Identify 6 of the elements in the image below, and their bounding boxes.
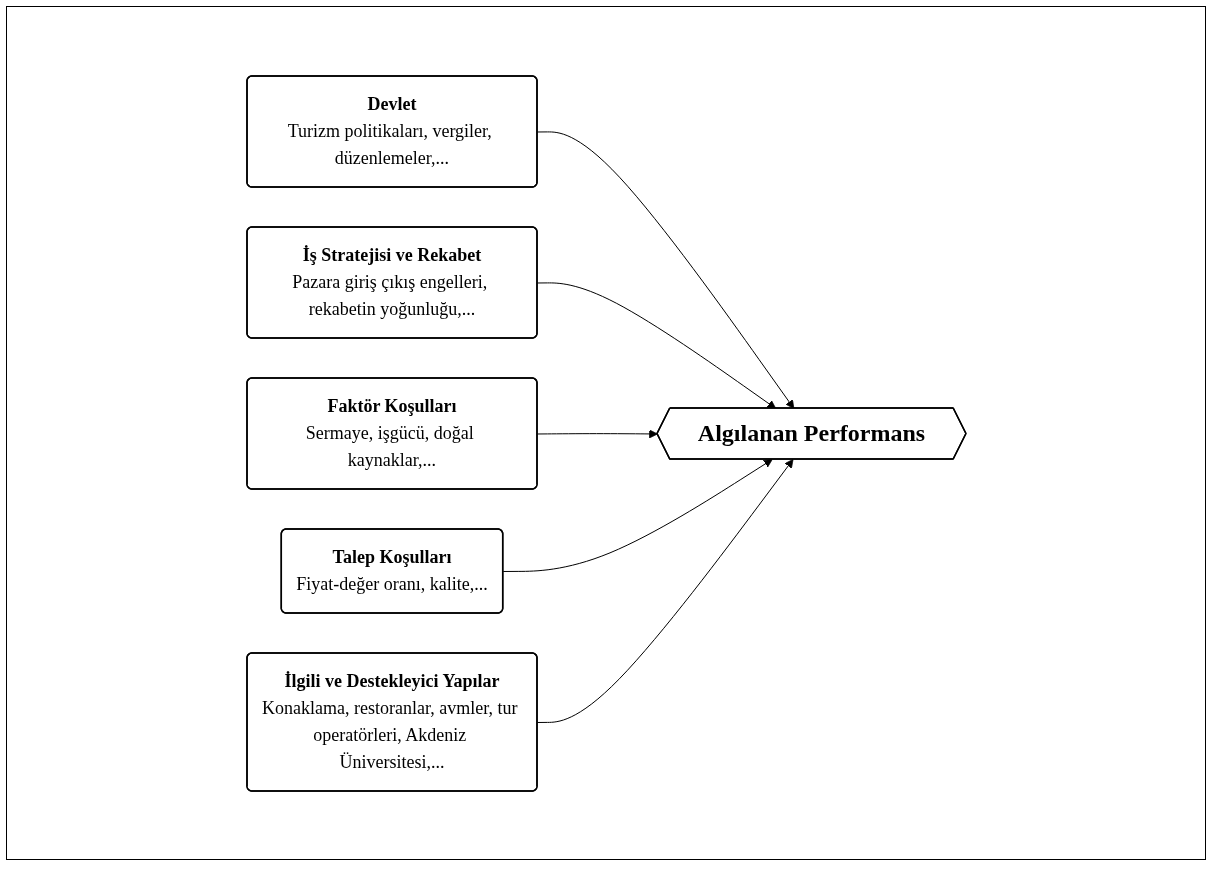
arrow bbox=[536, 429, 658, 438]
arrow bbox=[502, 458, 773, 572]
diagram-frame: Devlet Turizm politikaları, vergiler, düzenlemeler,... İş Stratejisi ve Rekabet Pazara giriş çıkış engelleri, rekabetin yoğunluğu,... Algılanan Performans Faktör Koşulları Sermaye, işgücü, doğal kaynaklar,... Talep Koşulları Fiyat-değer oranı, kalite,... İlgili ve Destekleyici Yapılar Konaklama, restoranlar, avmler, tur operatörleri, Akdeniz Üniversitesi,... bbox=[6, 6, 1206, 860]
arrow bbox=[536, 281, 776, 409]
arrow bbox=[536, 458, 793, 723]
arrow bbox=[536, 130, 794, 409]
